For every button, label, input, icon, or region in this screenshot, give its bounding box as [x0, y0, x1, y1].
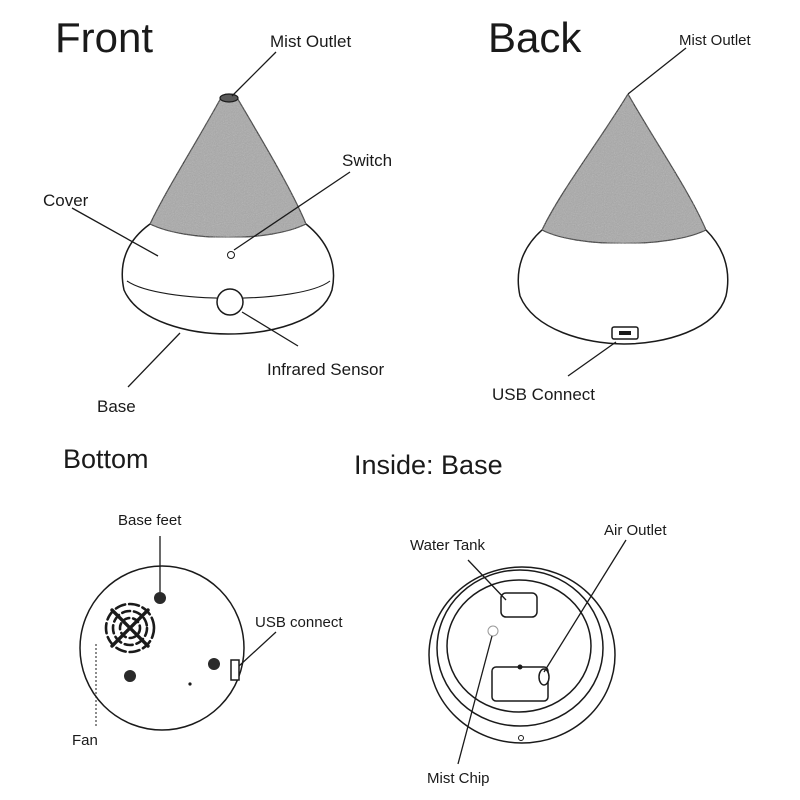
fan-grille-icon — [104, 602, 156, 654]
leader-mist-chip — [457, 635, 493, 765]
label-water-tank: Water Tank — [410, 537, 486, 554]
front-mist-outlet-hole — [219, 93, 239, 103]
label-switch: Switch — [342, 151, 392, 170]
front-view: Front Mist Outlet Switch Cover Infrared … — [43, 14, 392, 416]
leader-front-mist-outlet — [231, 51, 277, 97]
label-usb-connect: USB Connect — [492, 385, 595, 404]
front-body — [121, 223, 335, 335]
label-back-mist-outlet: Mist Outlet — [679, 32, 752, 49]
bottom-heading: Bottom — [63, 444, 149, 474]
front-cover-cone — [149, 95, 307, 239]
infrared-sensor-icon — [216, 288, 244, 316]
bottom-view: Bottom Base feet USB connect Fan — [63, 444, 343, 749]
leader-air-outlet — [543, 539, 627, 673]
reset-hole-icon — [188, 682, 192, 686]
leader-bottom-usb — [238, 631, 277, 667]
label-base-feet: Base feet — [118, 512, 182, 529]
base-foot-icon — [208, 658, 220, 670]
back-cover-cone — [541, 92, 707, 245]
inside-base-view: Inside: Base Water Tank Air Outlet Mist … — [354, 450, 667, 787]
leader-cover — [71, 207, 159, 257]
water-tank-fill-tab — [500, 592, 538, 618]
leader-back-mist-outlet — [627, 47, 687, 95]
base-foot-icon — [124, 670, 136, 682]
label-mist-chip: Mist Chip — [427, 770, 490, 787]
back-usb-slot — [619, 331, 631, 335]
label-cover: Cover — [43, 191, 89, 210]
leader-water-tank — [467, 559, 507, 601]
bottom-base-disc — [79, 565, 245, 731]
bottom-usb-port — [230, 659, 240, 681]
mist-chip-icon — [487, 625, 499, 637]
label-front-mist-outlet: Mist Outlet — [270, 32, 352, 51]
back-body — [517, 229, 729, 345]
leader-switch — [233, 171, 351, 251]
inside-heading: Inside: Base — [354, 450, 503, 480]
inside-power-icon — [518, 735, 524, 741]
label-air-outlet: Air Outlet — [604, 522, 667, 539]
leader-infrared-sensor — [241, 311, 299, 347]
leader-base — [127, 332, 181, 388]
front-heading: Front — [55, 14, 153, 61]
leader-usb-connect — [567, 341, 617, 377]
float-sensor-icon — [517, 664, 523, 670]
back-heading: Back — [488, 14, 582, 61]
label-bottom-usb: USB connect — [255, 614, 343, 631]
label-infrared-sensor: Infrared Sensor — [267, 360, 385, 379]
air-outlet-port — [538, 668, 550, 686]
back-view: Back Mist Outlet USB Connect — [488, 14, 752, 404]
inside-water-tank — [446, 579, 592, 713]
label-fan: Fan — [72, 732, 98, 749]
base-foot-icon — [154, 592, 166, 604]
label-base: Base — [97, 397, 136, 416]
power-switch-icon — [227, 251, 235, 259]
